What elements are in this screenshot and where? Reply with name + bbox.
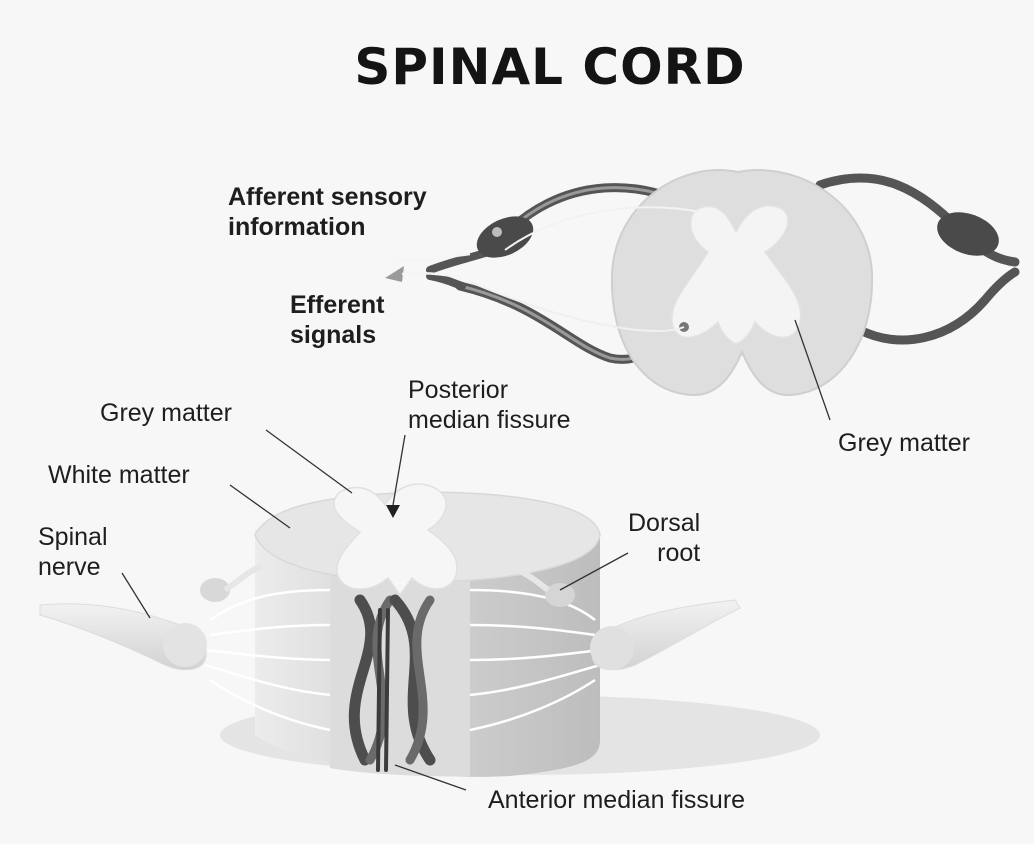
anterior-fissure-label: Anterior median fissure [488,785,745,815]
posterior-label-line1: Posterior [408,375,571,405]
efferent-label-line2: signals [290,320,384,350]
white-matter-label: White matter [48,460,190,490]
top-butterfly-grey-matter [334,484,457,595]
afferent-label-line1: Afferent sensory [228,182,427,212]
posterior-fissure-label: Posterior median fissure [408,375,571,435]
dorsal-label-line1: Dorsal [628,508,700,538]
grey-matter-left-pointer [266,430,352,493]
grey-matter-left-label: Grey matter [100,398,232,428]
white-matter-pointer [230,485,290,528]
grey-matter-right-label: Grey matter [838,428,970,458]
right-dorsal-root-ganglion [545,583,575,607]
dorsal-root-label: Dorsal root [628,508,700,568]
efferent-label-line1: Efferent [290,290,384,320]
afferent-label-line2: information [228,212,427,242]
diagram-title: SPINAL CORD [0,38,1034,96]
spinal-label-line2: nerve [38,552,108,582]
dorsal-label-line2: root [628,538,700,568]
cord-segment-3d [40,484,820,777]
efferent-label: Efferent signals [290,290,384,350]
posterior-label-line2: median fissure [408,405,571,435]
afferent-label: Afferent sensory information [228,182,427,242]
right-ventral-root [860,272,1015,340]
efferent-arrowhead [385,266,404,282]
spinal-label-line1: Spinal [38,522,108,552]
spinal-nerve-label: Spinal nerve [38,522,108,582]
